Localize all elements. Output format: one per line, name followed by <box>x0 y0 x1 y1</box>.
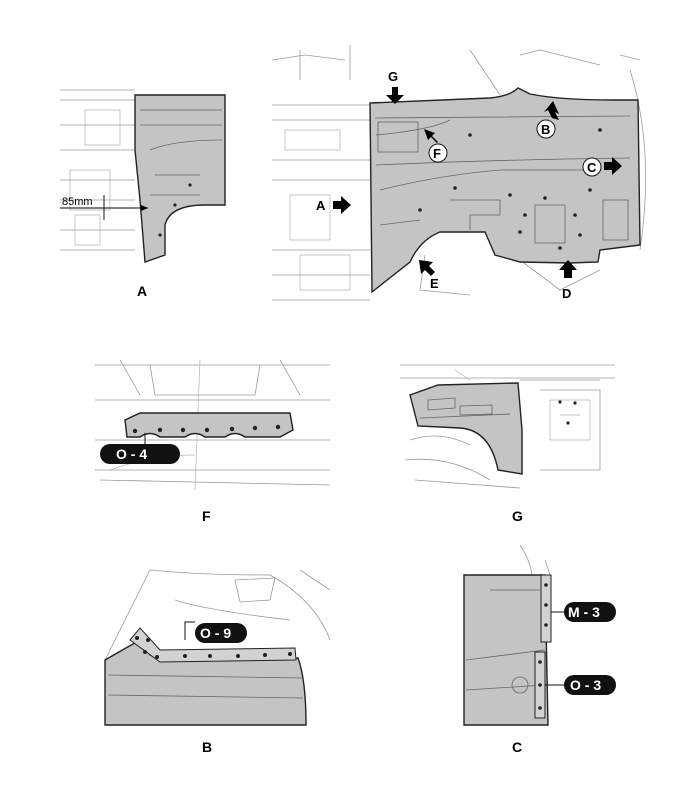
view-b-detail: O - 9 B <box>104 569 331 755</box>
weld-label-c-lower: O - 3 <box>570 677 601 693</box>
callout-d: D <box>562 286 571 301</box>
weld-label-f: O - 4 <box>116 446 147 462</box>
caption-view-g: G <box>512 508 523 524</box>
caption-view-c: C <box>512 739 522 755</box>
weld-label-c-upper: M - 3 <box>568 604 600 620</box>
view-f-detail: O - 4 F <box>95 359 331 524</box>
weld-label-b: O - 9 <box>200 625 231 641</box>
callout-b: B <box>541 122 550 137</box>
view-g-detail: G <box>400 364 615 524</box>
caption-view-a: A <box>137 283 147 299</box>
view-a-panel <box>134 94 226 263</box>
arrow-a-icon <box>333 196 351 214</box>
weld-label-c-upper-badge <box>564 602 616 622</box>
main-panel <box>369 87 641 294</box>
weld-label-c-lower-badge <box>564 675 616 695</box>
arrow-e-icon <box>419 260 435 276</box>
callout-g: G <box>388 69 398 84</box>
view-g-panel <box>409 382 523 475</box>
arrow-f-icon <box>424 129 438 143</box>
weld-label-f-badge <box>100 444 180 464</box>
arrow-b-icon <box>544 101 559 120</box>
callout-a: A <box>316 198 326 213</box>
caption-view-f: F <box>202 508 211 524</box>
callout-e: E <box>430 276 439 291</box>
arrow-c-icon <box>604 157 622 175</box>
view-a-detail: 85mm A <box>60 89 226 299</box>
view-c-panel <box>463 574 549 726</box>
callout-f: F <box>433 146 441 161</box>
arrow-g-icon <box>386 87 404 104</box>
view-c-detail: M - 3 O - 3 C <box>463 544 616 755</box>
caption-view-b: B <box>202 739 212 755</box>
weld-label-b-badge <box>195 623 247 643</box>
arrow-d-icon <box>559 260 577 278</box>
callout-c: C <box>587 160 597 175</box>
main-overview: G F B C A E D <box>271 45 647 301</box>
dimension-label: 85mm <box>62 196 93 208</box>
view-f-panel <box>124 412 294 438</box>
